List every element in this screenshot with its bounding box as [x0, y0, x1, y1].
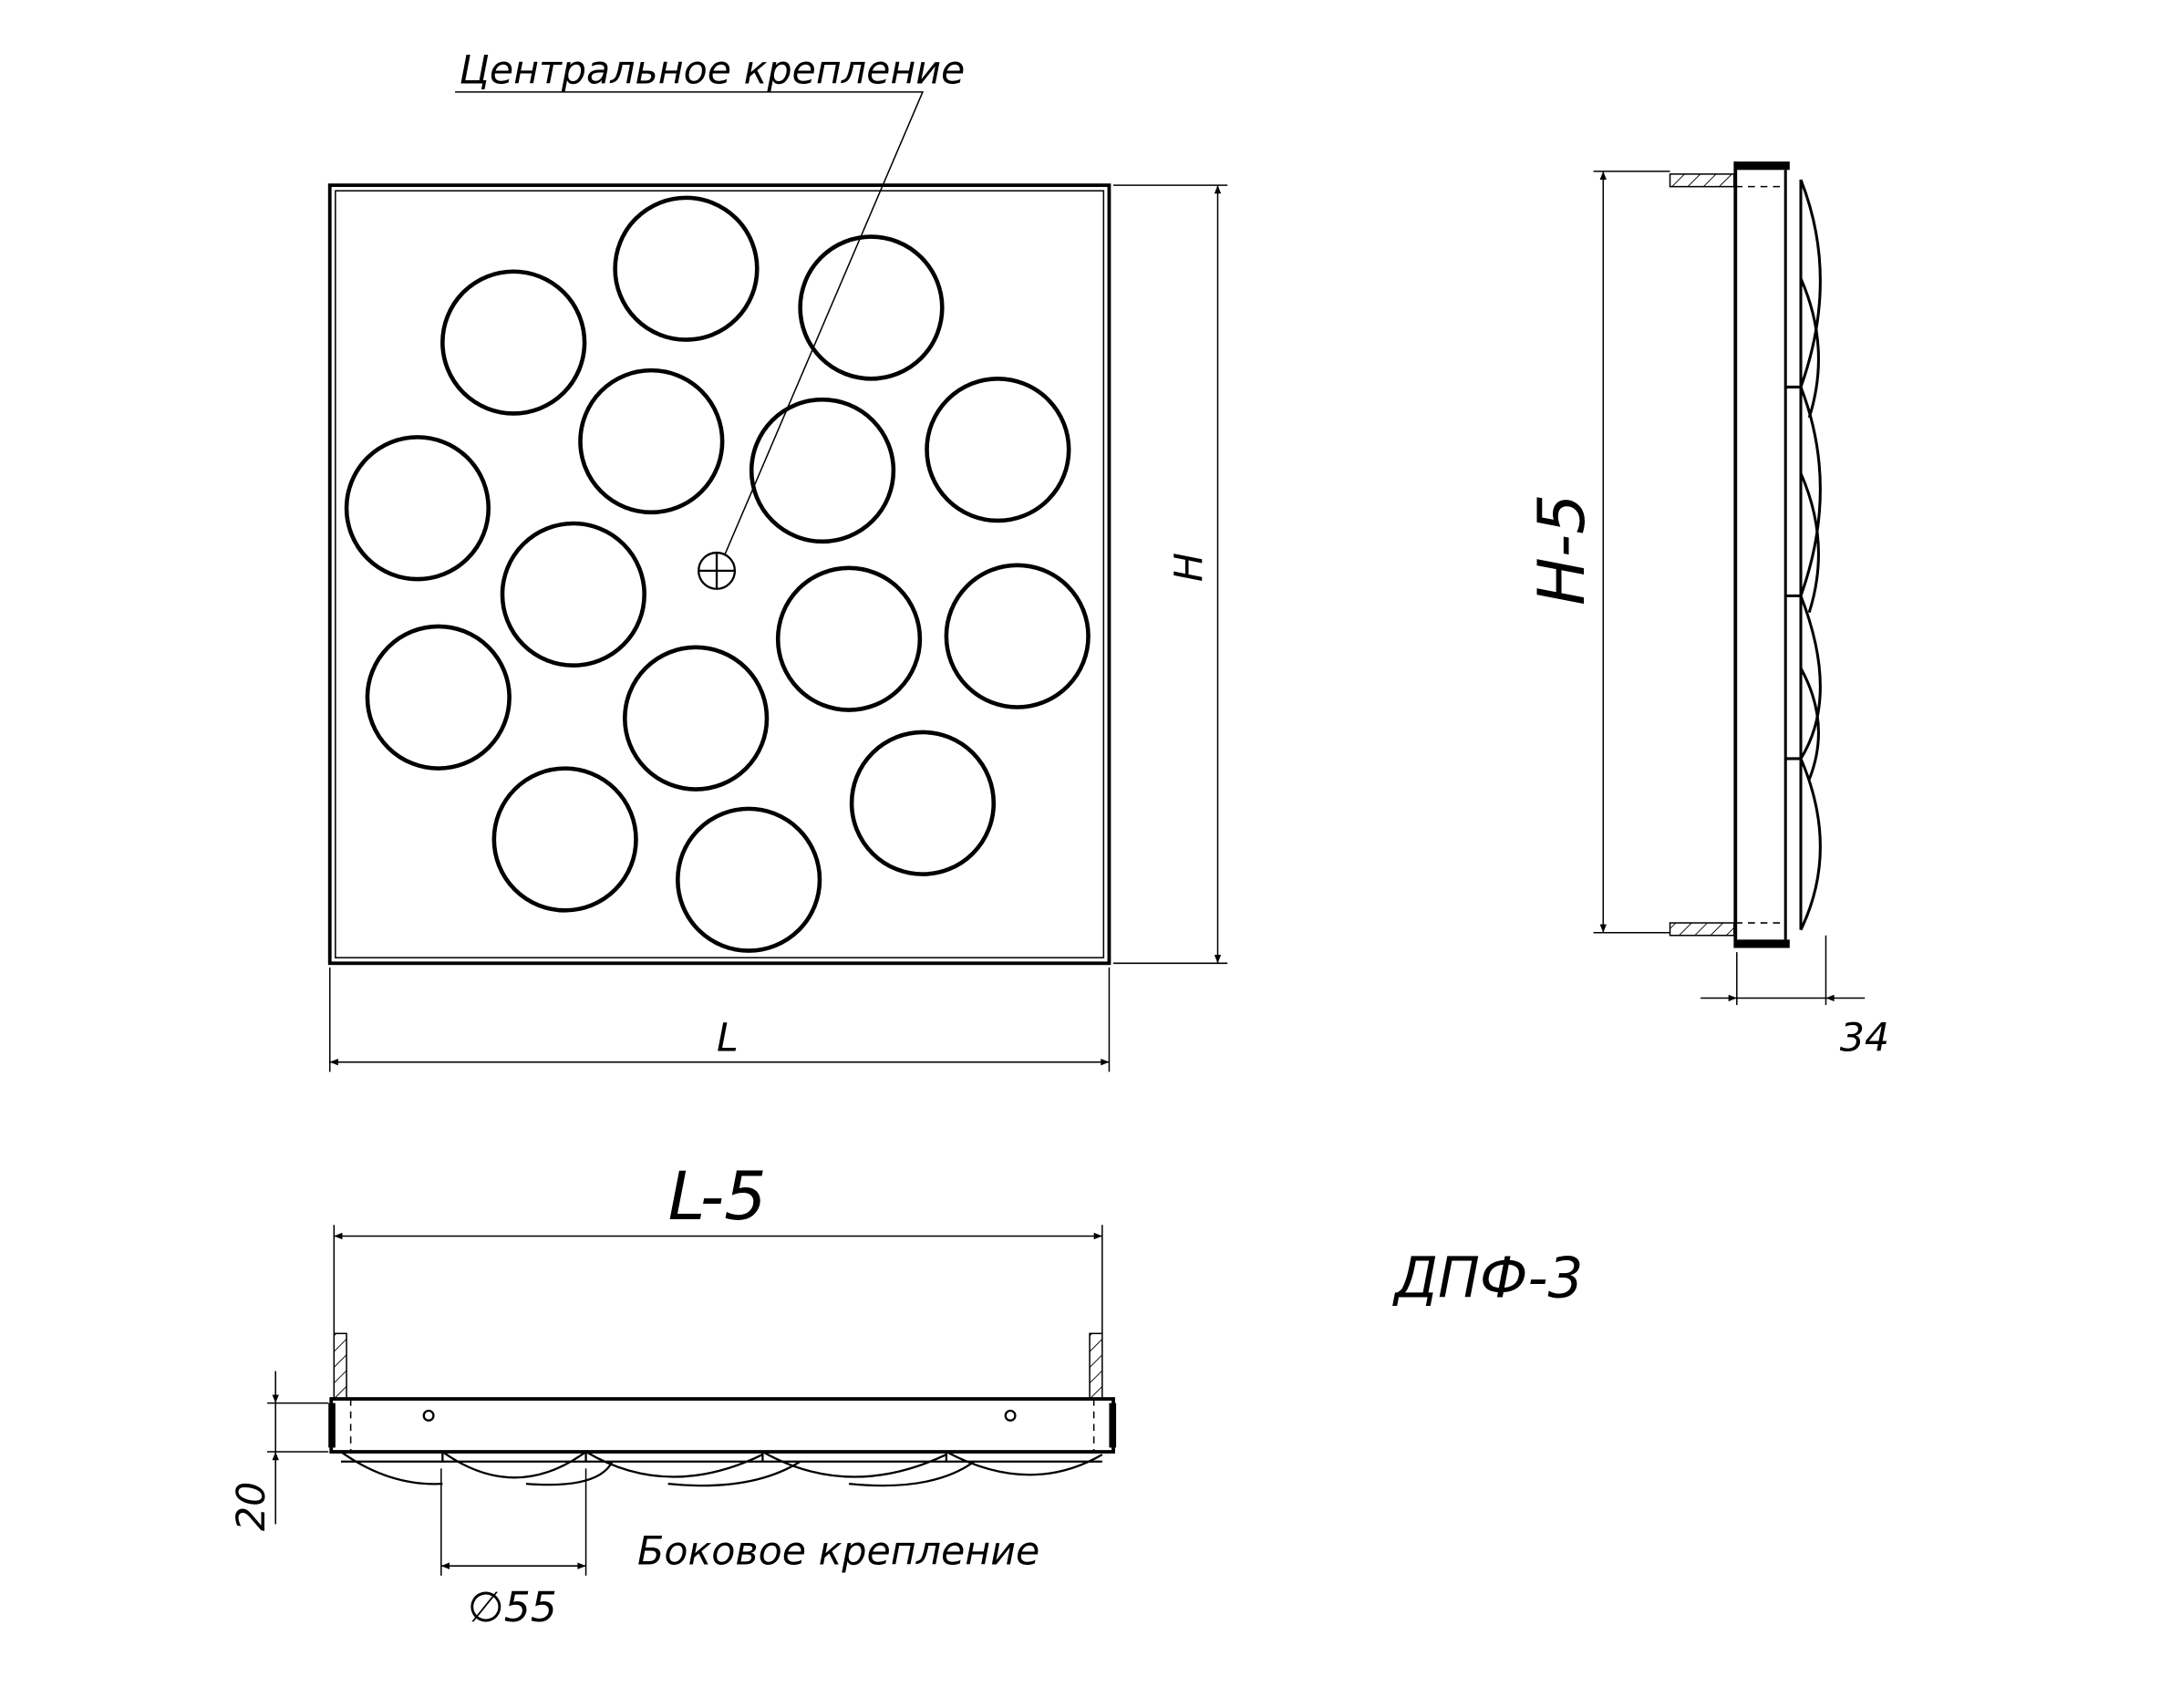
nozzle [849, 730, 997, 876]
side-cap-top [1733, 161, 1790, 171]
nozzle [749, 397, 896, 544]
nozzle [500, 521, 646, 668]
nozzle [944, 563, 1091, 709]
front-frame-outer [327, 183, 1111, 966]
nozzle [344, 435, 491, 582]
nozzle [798, 234, 945, 381]
central-mount-icon [698, 551, 737, 590]
bottom-nozzle-profiles [340, 1451, 1103, 1487]
dimension-l-label: L [717, 1015, 739, 1061]
central-mount-label: Центральное крепление [460, 48, 966, 94]
dimension-34 [1701, 935, 1866, 1006]
front-frame-inner [335, 190, 1105, 958]
side-mount-label: Боковое крепление [637, 1529, 1039, 1575]
nozzle [925, 376, 1071, 523]
dimension-h5 [1593, 171, 1670, 934]
dimension-h-label: H [1167, 553, 1213, 582]
side-flange-top [1669, 173, 1735, 188]
nozzle [491, 766, 638, 913]
bottom-view: L-5 20 [229, 1158, 1117, 1631]
dimension-l5 [333, 1225, 1103, 1334]
side-cap-bottom [1733, 939, 1790, 948]
nozzles [344, 195, 1091, 953]
dimension-d55 [440, 1468, 587, 1576]
nozzle [676, 806, 822, 953]
nozzle [623, 645, 770, 792]
nozzle [365, 624, 512, 771]
dimension-34-label: 34 [1840, 1015, 1889, 1061]
side-nozzle-profiles [1785, 179, 1822, 931]
dimension-20-label: 20 [229, 1482, 274, 1531]
dimension-20 [267, 1371, 329, 1525]
nozzle [613, 195, 760, 342]
dimension-h5-label: H-5 [1525, 493, 1599, 606]
nozzle [578, 367, 725, 515]
side-flange-bottom [1669, 922, 1735, 937]
nozzle [440, 269, 587, 416]
dimension-h [1113, 184, 1228, 965]
front-view: Центральное крепление H L [327, 48, 1228, 1072]
nozzle [775, 565, 923, 712]
side-view: H-5 34 [1525, 161, 1889, 1061]
model-label: ДПФ-3 [1391, 1247, 1583, 1311]
dimension-l [328, 967, 1111, 1072]
dimension-l5-label: L-5 [668, 1158, 767, 1236]
central-mount-leader [455, 91, 925, 554]
dimension-d55-label: ∅55 [468, 1583, 557, 1631]
